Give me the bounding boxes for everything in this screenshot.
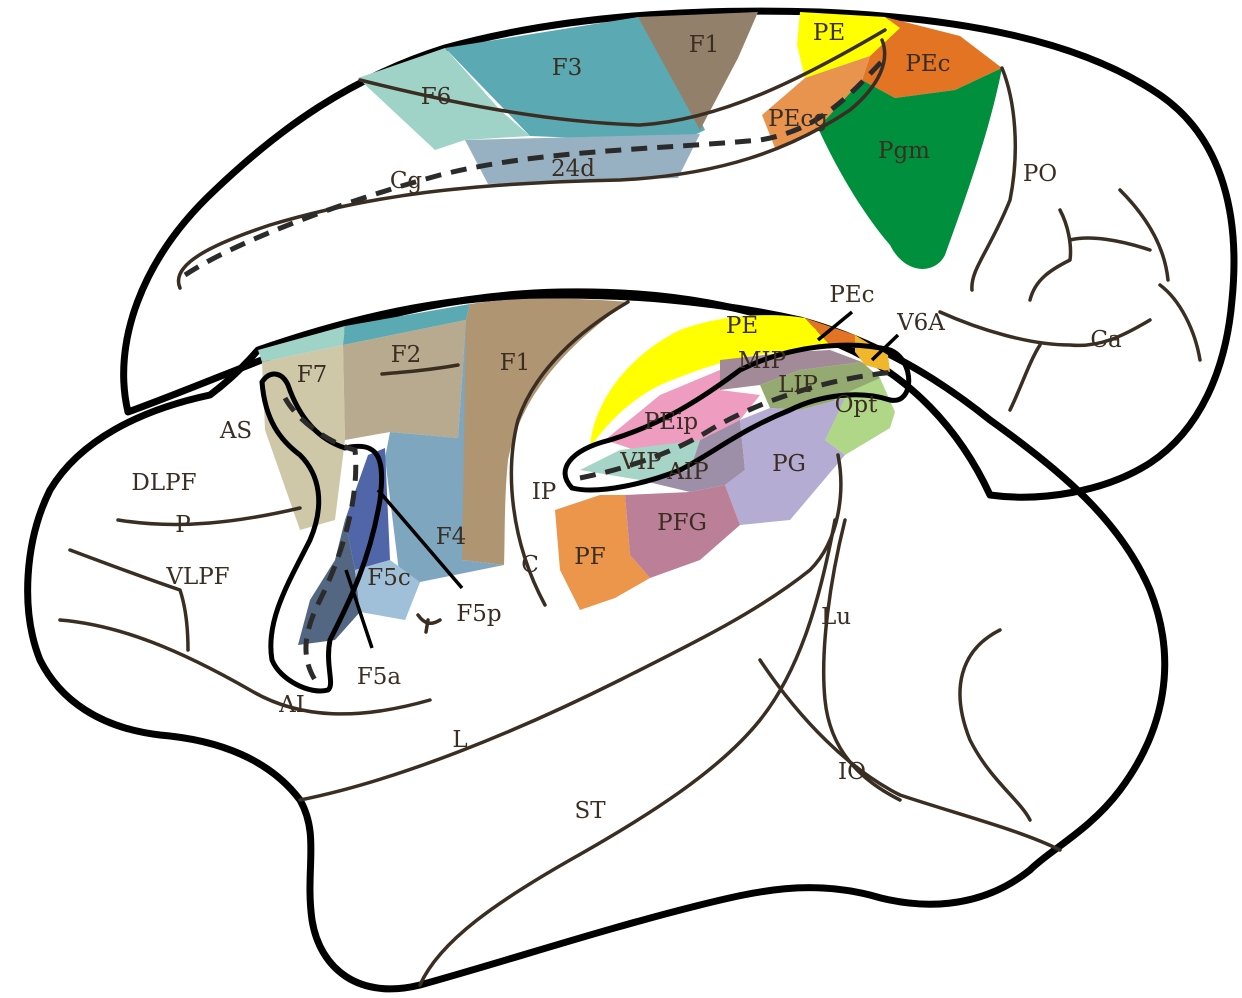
- lateral-area-F7: [262, 345, 345, 530]
- lateral-area-F5c: [355, 560, 420, 620]
- po-branch: [1028, 208, 1152, 302]
- medial-area-PEcg: [762, 56, 870, 148]
- lunate-sulcus: [821, 518, 902, 802]
- lateral-area-F2: [343, 320, 466, 440]
- label-lateral-MIP: MIP: [738, 348, 786, 374]
- label-sulcus-Lu: Lu: [821, 604, 851, 630]
- lateral-area-F5p: [345, 448, 390, 570]
- lateral-area-F6-strip: [258, 326, 345, 362]
- label-sulcus-L: L: [452, 727, 467, 753]
- label-medial-F3: F3: [552, 55, 583, 81]
- medial-area-Pgm: [818, 68, 1002, 269]
- F2-dimple: [380, 363, 460, 376]
- label-lateral-F7: F7: [297, 362, 328, 388]
- lateral-hemisphere-silhouette: [24, 291, 1169, 993]
- label-medial-Pgm: Pgm: [878, 138, 930, 164]
- label-medial-F1: F1: [689, 32, 720, 58]
- leader-V6A: [870, 333, 900, 362]
- label-medial-PEc: PEc: [905, 51, 950, 77]
- label-lateral-V6A: V6A: [896, 310, 945, 336]
- lateral-area-PG: [725, 398, 845, 525]
- label-lateral-PF: PF: [574, 544, 605, 570]
- lateral-area-PF: [555, 495, 650, 610]
- medial-area-F1: [638, 12, 758, 130]
- leader-F5a: [344, 569, 374, 649]
- callosal-outline: [176, 38, 887, 290]
- lateral-area-PFG: [625, 485, 740, 578]
- lateral-area-MIP: [720, 350, 862, 390]
- calcarine-sulcus: [938, 283, 1202, 362]
- calcarine-branch: [1008, 188, 1170, 412]
- label-medial-F6: F6: [421, 84, 452, 110]
- label-sulcus-PO: PO: [1023, 161, 1057, 187]
- label-lateral-F2: F2: [391, 342, 422, 368]
- label-medial-24d: 24d: [551, 156, 595, 182]
- label-sulcus-ST: ST: [574, 798, 606, 824]
- leader-PEc: [816, 310, 854, 342]
- lateral-area-LIP: [760, 362, 880, 410]
- cingulate-fundus-dashed: [183, 56, 887, 278]
- label-lateral-F4: F4: [436, 524, 467, 550]
- intraparietal-fundus-dashed: [579, 369, 896, 481]
- vlpf-sulcus: [68, 548, 190, 652]
- lateral-area-PEip: [605, 370, 760, 455]
- medial-area-PE: [797, 12, 900, 78]
- lateral-area-F1: [460, 298, 628, 565]
- label-sulcus-Cg: Cg: [390, 168, 423, 194]
- label-lateral-PE: PE: [726, 313, 758, 339]
- label-lateral-F5a: F5a: [357, 664, 402, 690]
- label-lateral-LIP: LIP: [778, 372, 818, 398]
- lateral-area-F4: [385, 320, 504, 620]
- label-medial-PE: PE: [813, 20, 845, 46]
- label-lateral-AIP: AIP: [666, 459, 708, 485]
- label-prefrontal-VLPF: VLPF: [165, 564, 229, 590]
- cingulate-sulcus: [358, 28, 887, 127]
- intraparietal-sulcus-rim: [562, 342, 912, 493]
- parieto-occipital-sulcus: [970, 66, 1018, 292]
- temporal-fold: [958, 628, 1032, 822]
- label-lateral-F1: F1: [500, 350, 531, 376]
- label-lateral-PFG: PFG: [657, 510, 707, 536]
- F5p-dimple: [416, 613, 442, 634]
- label-sulcus-C: C: [521, 552, 539, 578]
- label-sulcus-AS: AS: [219, 418, 252, 444]
- medial-hemisphere: F6 F3 F1 PE PEc PEcg 24d Pgm Cg PO Ca: [120, 7, 1238, 501]
- inferior-occipital-sulcus: [758, 658, 1062, 852]
- central-sulcus: [509, 300, 630, 607]
- label-sulcus-Ca: Ca: [1090, 327, 1122, 353]
- lateral-area-AIP: [640, 420, 745, 492]
- label-lateral-F5p: F5p: [456, 601, 501, 627]
- label-lateral-PEc: PEc: [829, 282, 874, 308]
- lateral-area-PEc: [805, 318, 870, 350]
- label-lateral-F5c: F5c: [367, 565, 410, 591]
- lateral-area-F3-strip: [343, 304, 470, 345]
- label-sulcus-IP: IP: [532, 479, 557, 505]
- label-sulcus-P: P: [175, 512, 190, 538]
- principal-sulcus: [116, 506, 302, 527]
- lateral-area-PE: [590, 315, 830, 448]
- label-prefrontal-DLPF: DLPF: [131, 470, 196, 496]
- label-sulcus-AI: AI: [278, 692, 305, 718]
- label-lateral-PG: PG: [772, 451, 806, 477]
- lateral-hemisphere: PEc V6A PE F2 F1 MIP F7 LIP Opt PEip AS …: [24, 282, 1169, 993]
- label-lateral-VIP: VIP: [619, 449, 661, 475]
- medial-area-PEc: [862, 17, 1002, 98]
- arcuate-fundus-dashed: [282, 396, 359, 682]
- label-medial-PEcg: PEcg: [768, 106, 828, 132]
- label-lateral-PEip: PEip: [644, 409, 698, 435]
- label-lateral-Opt: Opt: [835, 392, 879, 418]
- leader-F5p: [376, 488, 464, 590]
- frontal-ventral-contour: [58, 618, 432, 716]
- superior-temporal-sulcus: [418, 518, 837, 987]
- label-sulcus-IO: IO: [838, 759, 866, 785]
